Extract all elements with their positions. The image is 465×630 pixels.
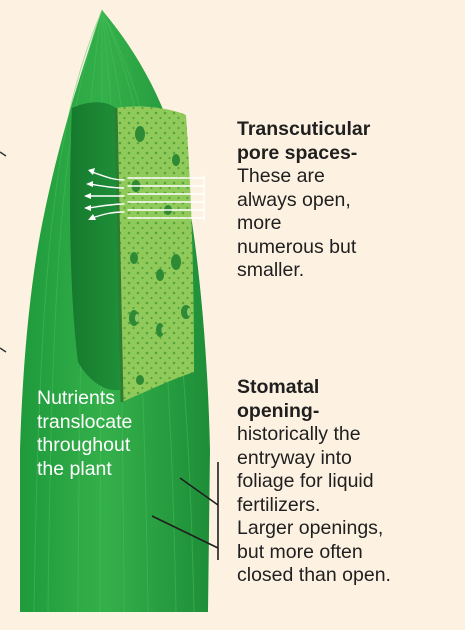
stoma-body-line: entryway into xyxy=(237,447,465,471)
stomatal-opening-callout: Stomatal opening- historically the entry… xyxy=(237,376,465,588)
stoma-body-line: historically the xyxy=(237,423,465,447)
nutrients-line: throughout xyxy=(37,434,187,458)
nutrients-line: Nutrients xyxy=(37,387,187,411)
stoma-body-line: fertilizers. xyxy=(237,494,465,518)
stoma-body-line: but more often xyxy=(237,541,465,565)
pore-title-line2: pore spaces- xyxy=(237,142,462,166)
pore-body-line: smaller. xyxy=(237,259,462,283)
nutrients-line: translocate xyxy=(37,411,187,435)
nutrients-line: the plant xyxy=(37,458,187,482)
stoma-body-line: Larger openings, xyxy=(237,517,465,541)
pore-spaces-callout: Transcuticular pore spaces- These are al… xyxy=(237,118,462,283)
pore-body-line: These are xyxy=(237,165,462,189)
pore-body-line: more xyxy=(237,212,462,236)
edge-tick xyxy=(0,152,6,156)
stoma-body-line: foliage for liquid xyxy=(237,470,465,494)
pore-title-line1: Transcuticular xyxy=(237,118,462,142)
pore-body-line: numerous but xyxy=(237,236,462,260)
stoma-title-line1: Stomatal xyxy=(237,376,465,400)
leaf-groove xyxy=(70,102,120,390)
nutrients-label: Nutrients translocate throughout the pla… xyxy=(37,387,187,481)
pore-body-line: always open, xyxy=(237,189,462,213)
stoma-title-line2: opening- xyxy=(237,400,465,424)
edge-tick xyxy=(0,348,6,352)
stoma-body-line: closed than open. xyxy=(237,564,465,588)
